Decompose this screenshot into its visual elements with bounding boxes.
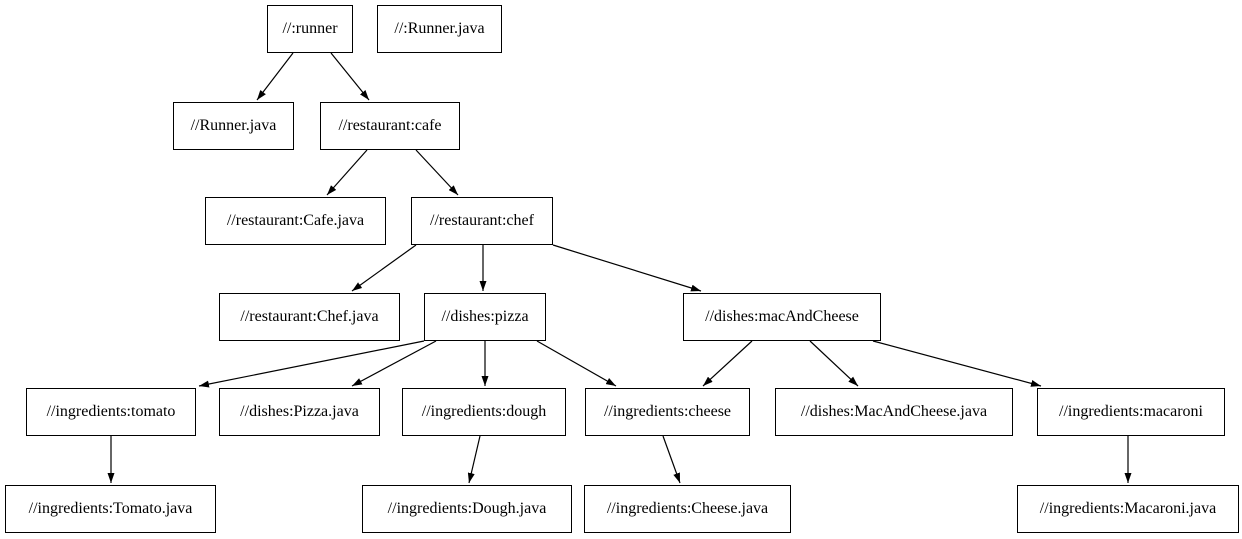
edge-cafe-to-cafe-java — [326, 149, 368, 196]
edge-mac-and-cheese-to-macaroni — [872, 340, 1042, 387]
graph-node-macaroni-java: //ingredients:Macaroni.java — [1017, 485, 1239, 533]
edge-chef-to-chef-java — [351, 244, 417, 292]
graph-node-dough-java: //ingredients:Dough.java — [362, 485, 572, 533]
edge-pizza-to-tomato — [198, 340, 425, 388]
graph-node-chef: //restaurant:chef — [411, 197, 553, 245]
graph-node-label: //restaurant:Chef.java — [240, 308, 379, 325]
graph-node-pizza: //dishes:pizza — [424, 293, 546, 341]
edge-pizza-to-pizza-java — [351, 340, 437, 387]
graph-node-label: //ingredients:Cheese.java — [606, 500, 769, 517]
graph-node-dough: //ingredients:dough — [402, 388, 566, 436]
graph-node-pizza-java: //dishes:Pizza.java — [219, 388, 380, 436]
graph-node-runner-java: //Runner.java — [173, 102, 294, 150]
edge-runner-to-cafe — [330, 52, 370, 101]
graph-node-mac-and-cheese-java: //dishes:MacAndCheese.java — [775, 388, 1013, 436]
graph-node-label: //dishes:Pizza.java — [240, 403, 359, 420]
edge-dough-to-dough-java — [467, 435, 481, 484]
edge-chef-to-mac-and-cheese — [552, 244, 702, 292]
graph-node-label: //dishes:MacAndCheese.java — [800, 403, 988, 420]
edge-cafe-to-chef — [415, 149, 459, 196]
graph-node-label: //restaurant:chef — [430, 212, 534, 229]
graph-node-label: //ingredients:Tomato.java — [28, 500, 193, 517]
graph-node-label: //:runner — [282, 20, 338, 37]
graph-node-cafe-java: //restaurant:Cafe.java — [205, 197, 386, 245]
graph-node-chef-java: //restaurant:Chef.java — [219, 293, 400, 341]
graph-node-label: //ingredients:Macaroni.java — [1039, 500, 1217, 517]
graph-node-cheese: //ingredients:cheese — [585, 388, 750, 436]
graph-node-macaroni: //ingredients:macaroni — [1037, 388, 1225, 436]
graph-node-label: //Runner.java — [190, 117, 277, 134]
graph-node-label: //ingredients:Dough.java — [387, 500, 547, 517]
graph-node-tomato: //ingredients:tomato — [26, 388, 196, 436]
edge-mac-and-cheese-to-cheese — [702, 340, 753, 387]
graph-node-label: //ingredients:dough — [421, 403, 547, 420]
edge-cheese-to-cheese-java — [662, 435, 681, 484]
graph-node-cheese-java: //ingredients:Cheese.java — [584, 485, 791, 533]
graph-node-label: //:Runner.java — [394, 20, 485, 37]
graph-node-label: //ingredients:tomato — [46, 403, 176, 420]
edge-mac-and-cheese-to-mac-and-cheese-java — [809, 340, 859, 387]
edge-pizza-to-cheese — [536, 340, 617, 387]
edge-runner-to-runner-java — [256, 52, 294, 101]
graph-node-tomato-java: //ingredients:Tomato.java — [5, 485, 216, 533]
graph-node-mac-and-cheese: //dishes:macAndCheese — [683, 293, 881, 341]
graph-node-runner-java-root: //:Runner.java — [377, 5, 502, 53]
graph-node-label: //dishes:pizza — [441, 308, 529, 325]
graph-node-label: //ingredients:cheese — [603, 403, 732, 420]
graph-node-cafe: //restaurant:cafe — [320, 102, 460, 150]
graph-node-label: //dishes:macAndCheese — [705, 308, 859, 325]
graph-node-label: //restaurant:cafe — [338, 117, 442, 134]
graph-node-label: //ingredients:macaroni — [1059, 403, 1203, 420]
graph-node-runner: //:runner — [267, 5, 353, 53]
graph-node-label: //restaurant:Cafe.java — [226, 212, 365, 229]
